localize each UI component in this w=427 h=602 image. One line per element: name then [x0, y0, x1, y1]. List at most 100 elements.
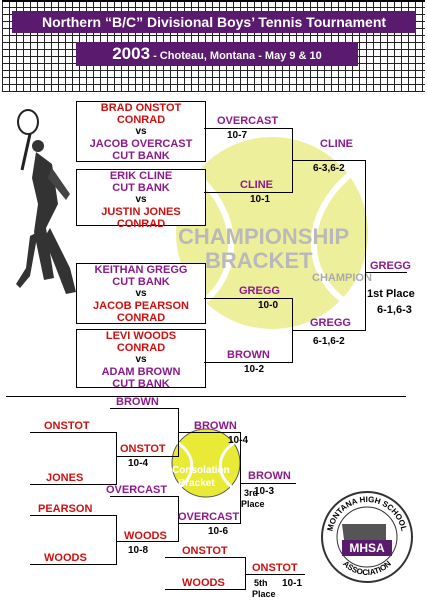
consolation-r1-winner-1: ONSTOT — [120, 443, 166, 455]
consolation-r1-score-2: 10-8 — [128, 545, 149, 556]
player-name: JACOB OVERCAST — [89, 138, 193, 150]
third-place-label: 3rd — [244, 488, 259, 498]
r1-winner-3: GREGG — [239, 285, 280, 297]
third-place-score: 10-3 — [254, 486, 275, 497]
consolation-semi-winner-1: BROWN — [194, 420, 237, 432]
player-name: JUSTIN JONES — [101, 206, 181, 218]
bracket-line — [116, 541, 178, 542]
vs-label: vs — [135, 288, 147, 299]
bracket-line — [178, 432, 240, 433]
match-box-1: BRAD ONSTOT CONRAD vs JACOB OVERCAST CUT… — [76, 101, 206, 162]
bracket-line — [30, 432, 116, 433]
bracket-line — [30, 564, 116, 565]
r1-score-2: 10-1 — [250, 194, 271, 205]
watermark-consolation-bracket: Bracket — [178, 478, 215, 489]
tennis-ball-watermark-icon — [176, 137, 368, 329]
consolation-r1-score-1: 10-4 — [128, 458, 149, 469]
team-name: CONRAD — [116, 218, 166, 230]
bracket-line — [30, 484, 116, 485]
match-box-4: LEVI WOODS CONRAD vs ADAM BROWN CUT BANK — [76, 329, 206, 390]
bracket-line — [292, 160, 365, 161]
player-name: KEITHAN GREGG — [94, 264, 188, 276]
third-place-name: BROWN — [248, 470, 291, 482]
semi-winner-2: GREGG — [310, 317, 351, 329]
team-name: CUT BANK — [112, 378, 170, 390]
consolation-bye: OVERCAST — [106, 484, 168, 496]
consolation-entry: ONSTOT — [44, 420, 90, 432]
r1-score-1: 10-7 — [227, 130, 248, 141]
bracket-line — [245, 557, 246, 590]
semi-winner-1: CLINE — [320, 138, 353, 150]
subtitle-banner: 2003 - Choteau, Montana - May 9 & 10 — [76, 42, 358, 66]
fifth-entry: WOODS — [182, 577, 225, 589]
fifth-entry: ONSTOT — [182, 545, 228, 557]
bracket-line — [204, 298, 292, 299]
section-divider — [6, 396, 406, 397]
match-box-2: ERIK CLINE CUT BANK vs JUSTIN JONES CONR… — [76, 169, 206, 230]
player-name: ERIK CLINE — [109, 170, 173, 182]
semi-score-2: 6-1,6-2 — [313, 336, 345, 347]
player-name: ADAM BROWN — [101, 366, 181, 378]
semi-score-1: 6-3,6-2 — [313, 163, 345, 174]
champion-score: 6-1,6-3 — [377, 304, 412, 316]
consolation-semi-score-1: 10-4 — [228, 435, 249, 446]
bracket-line — [116, 515, 117, 565]
bracket-line — [178, 523, 240, 524]
bracket-line — [116, 456, 178, 457]
third-place-label-2: Place — [241, 499, 265, 509]
match-box-3: KEITHAN GREGG CUT BANK vs JACOB PEARSON … — [76, 263, 206, 324]
bracket-line — [165, 557, 245, 558]
vs-label: vs — [135, 194, 147, 205]
team-name: CONRAD — [116, 312, 166, 324]
player-name: JACOB PEARSON — [93, 300, 189, 312]
consolation-entry: PEARSON — [38, 503, 93, 515]
r1-score-4: 10-2 — [244, 364, 265, 375]
tournament-year: 2003 — [112, 44, 151, 63]
logo-mid-text: MHSA — [349, 541, 385, 555]
bracket-line — [204, 128, 292, 129]
consolation-r1-winner-2: WOODS — [124, 530, 167, 542]
page-title: Northern “B/C” Divisional Boys’ Tennis T… — [12, 11, 416, 33]
bracket-line — [165, 589, 245, 590]
team-name: CUT BANK — [112, 276, 170, 288]
fifth-place-name: ONSTOT — [252, 562, 298, 574]
consolation-bye: BROWN — [116, 396, 159, 408]
watermark-championship: CHAMPIONSHIP — [178, 224, 350, 249]
r1-score-3: 10-0 — [258, 300, 279, 311]
bracket-line — [204, 192, 292, 193]
consolation-semi-score-2: 10-6 — [208, 526, 229, 537]
tournament-location-date: - Choteau, Montana - May 9 & 10 — [150, 50, 322, 62]
player-name: LEVI WOODS — [105, 330, 177, 342]
consolation-semi-winner-2: OVERCAST — [178, 511, 240, 523]
vs-label: vs — [135, 126, 147, 137]
watermark-consolation: Consolation — [172, 465, 230, 476]
bracket-line — [110, 496, 178, 497]
bracket-line — [245, 574, 305, 575]
bracket-line — [178, 496, 179, 542]
bracket-line — [110, 408, 178, 409]
vs-label: vs — [135, 354, 147, 365]
champion-name: GREGG — [370, 260, 411, 272]
bracket-line — [365, 272, 407, 273]
player-name: BRAD ONSTOT — [100, 102, 182, 114]
team-name: CONRAD — [116, 342, 166, 354]
bracket-line — [365, 160, 366, 331]
mhsa-logo-icon: MHSA MONTANA HIGH SCHOOL ASSOCIATION — [321, 491, 413, 583]
bracket-line — [240, 432, 241, 524]
watermark-champion: CHAMPION — [312, 272, 372, 284]
champion-place: 1st Place — [367, 288, 415, 300]
consolation-entry: WOODS — [44, 552, 87, 564]
fifth-place-score: 10-1 — [282, 578, 303, 589]
watermark-bracket: BRACKET — [205, 248, 313, 273]
bracket-line — [30, 515, 116, 516]
fifth-place-label-2: Place — [252, 589, 276, 599]
r1-winner-4: BROWN — [227, 349, 270, 361]
bracket-line — [292, 330, 365, 331]
r1-winner-1: OVERCAST — [217, 115, 279, 127]
bracket-line — [240, 483, 296, 484]
team-name: CUT BANK — [112, 182, 170, 194]
r1-winner-2: CLINE — [240, 179, 273, 191]
fifth-place-label: 5th — [254, 578, 268, 588]
team-name: CONRAD — [116, 114, 166, 126]
consolation-entry: JONES — [46, 472, 84, 484]
